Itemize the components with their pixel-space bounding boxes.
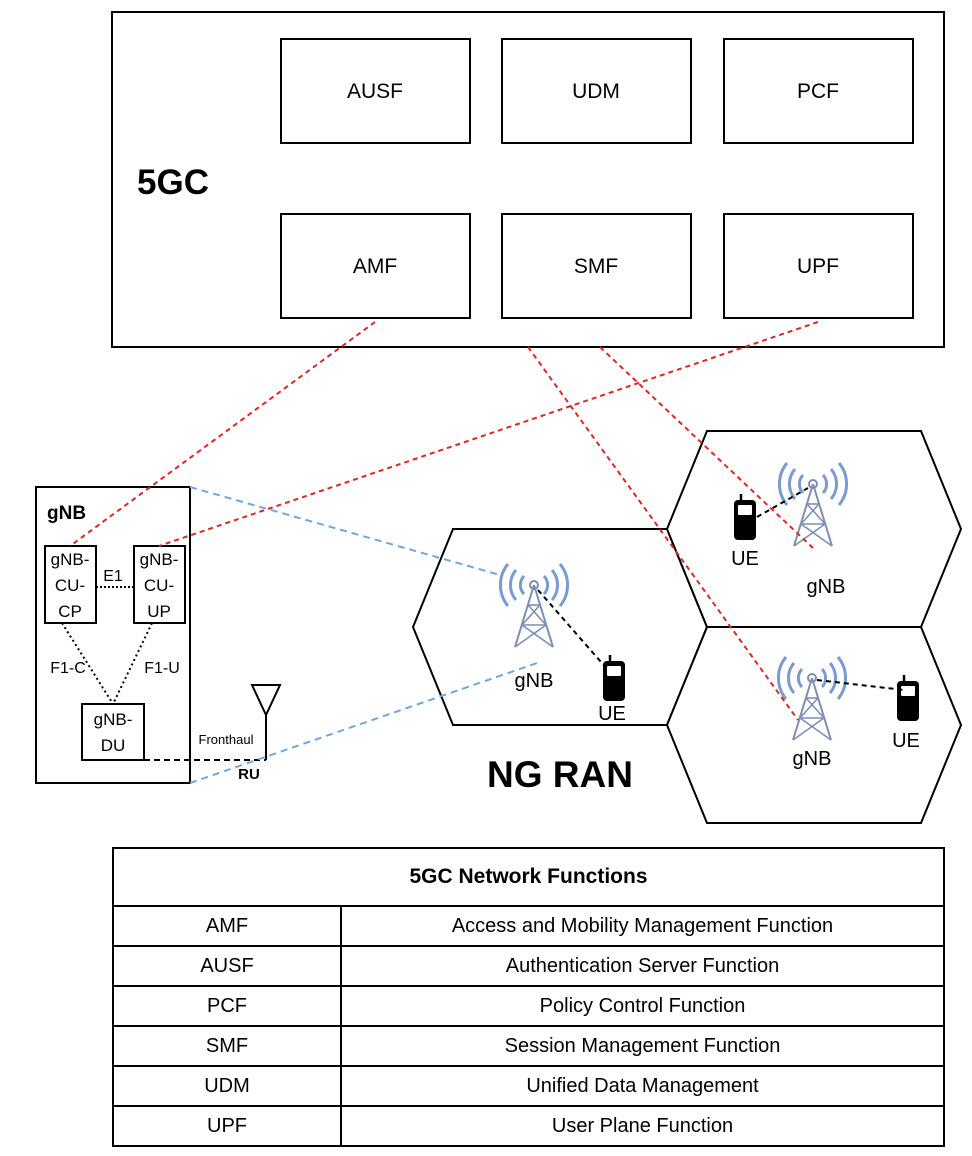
core-link bbox=[158, 321, 819, 547]
radio-link bbox=[756, 487, 809, 518]
nf-abbr-cell: SMF bbox=[112, 1025, 342, 1067]
cell-gnb-label: gNB bbox=[515, 670, 554, 692]
nf-label-smf: SMF bbox=[574, 255, 618, 278]
ue-phone-icon bbox=[895, 673, 921, 723]
nf-name-cell: User Plane Function bbox=[340, 1105, 945, 1147]
f1c-label: F1-C bbox=[50, 660, 86, 677]
nf-name-cell: Access and Mobility Management Function bbox=[340, 905, 945, 947]
cell-ue-label: UE bbox=[598, 703, 626, 725]
gnb-cu-cp-line1: gNB- bbox=[51, 550, 90, 569]
core-title: 5GC bbox=[137, 163, 209, 202]
e1-label: E1 bbox=[103, 568, 123, 585]
gnb-cu-cp-line2: CU- bbox=[55, 576, 85, 595]
nf-name-cell: Policy Control Function bbox=[340, 985, 945, 1027]
network-diagram: 5GC AUSF UDM PCF AMF SMF UPF gNB gNB- CU… bbox=[35, 11, 963, 824]
core-link bbox=[527, 346, 799, 721]
gnb-cu-up-line3: UP bbox=[147, 602, 171, 621]
f1u-label: F1-U bbox=[144, 660, 180, 677]
nf-label-upf: UPF bbox=[797, 255, 839, 278]
nf-box-ausf bbox=[280, 38, 471, 144]
table-header: 5GC Network Functions bbox=[112, 847, 945, 907]
cell-gnb-label: gNB bbox=[793, 748, 832, 770]
gnb-cu-up-line2: CU- bbox=[144, 576, 174, 595]
ue-phone-icon bbox=[601, 653, 627, 703]
nf-name-cell: Authentication Server Function bbox=[340, 945, 945, 987]
cell-ue-label: UE bbox=[892, 730, 920, 752]
table-header-row: 5GC Network Functions bbox=[112, 847, 945, 907]
table-row: UPF User Plane Function bbox=[112, 1105, 945, 1147]
table-row: PCF Policy Control Function bbox=[112, 985, 945, 1027]
table-row: AMF Access and Mobility Management Funct… bbox=[112, 905, 945, 947]
ru-antenna-icon bbox=[250, 684, 282, 760]
f1c-link bbox=[61, 622, 114, 705]
table-row: SMF Session Management Function bbox=[112, 1025, 945, 1067]
network-functions-table: 5GC Network Functions AMF Access and Mob… bbox=[112, 847, 945, 1147]
gnb-du-box bbox=[81, 703, 145, 761]
gnb-ran-link bbox=[189, 486, 501, 576]
table-row: UDM Unified Data Management bbox=[112, 1065, 945, 1107]
nf-abbr-cell: UDM bbox=[112, 1065, 342, 1107]
nf-label-udm: UDM bbox=[572, 80, 620, 103]
fronthaul-label: Fronthaul bbox=[199, 732, 254, 747]
nf-label-ausf: AUSF bbox=[347, 80, 403, 103]
nf-abbr-cell: AUSF bbox=[112, 945, 342, 987]
nf-box-amf bbox=[280, 213, 471, 319]
gnb-cu-up-line1: gNB- bbox=[140, 550, 179, 569]
radio-link bbox=[816, 679, 905, 691]
nf-name-cell: Unified Data Management bbox=[340, 1065, 945, 1107]
ran-title: NG RAN bbox=[487, 754, 633, 795]
gnb-ran-link bbox=[189, 661, 541, 784]
gnb-panel-title: gNB bbox=[47, 503, 86, 524]
cell-gnb-label: gNB bbox=[807, 576, 846, 598]
nf-box-pcf bbox=[723, 38, 914, 144]
ue-phone-icon bbox=[732, 492, 758, 542]
nf-box-smf bbox=[501, 213, 692, 319]
gnb-cu-cp-line3: CP bbox=[58, 602, 82, 621]
gnb-cu-up-box bbox=[133, 545, 186, 624]
table-row: AUSF Authentication Server Function bbox=[112, 945, 945, 987]
ran-cell-left bbox=[411, 528, 709, 726]
nf-label-pcf: PCF bbox=[797, 80, 839, 103]
core-link bbox=[69, 321, 376, 547]
nf-name-cell: Session Management Function bbox=[340, 1025, 945, 1067]
gnb-du-line1: gNB- bbox=[94, 710, 133, 729]
nf-abbr-cell: UPF bbox=[112, 1105, 342, 1147]
nf-label-amf: AMF bbox=[353, 255, 397, 278]
ru-label: RU bbox=[238, 766, 260, 783]
cell-ue-label: UE bbox=[731, 548, 759, 570]
gnb-du-line2: DU bbox=[101, 736, 126, 755]
gnb-cu-cp-box bbox=[44, 545, 97, 624]
nf-box-udm bbox=[501, 38, 692, 144]
core-link bbox=[599, 346, 814, 549]
nf-abbr-cell: AMF bbox=[112, 905, 342, 947]
nf-box-upf bbox=[723, 213, 914, 319]
nf-abbr-cell: PCF bbox=[112, 985, 342, 1027]
